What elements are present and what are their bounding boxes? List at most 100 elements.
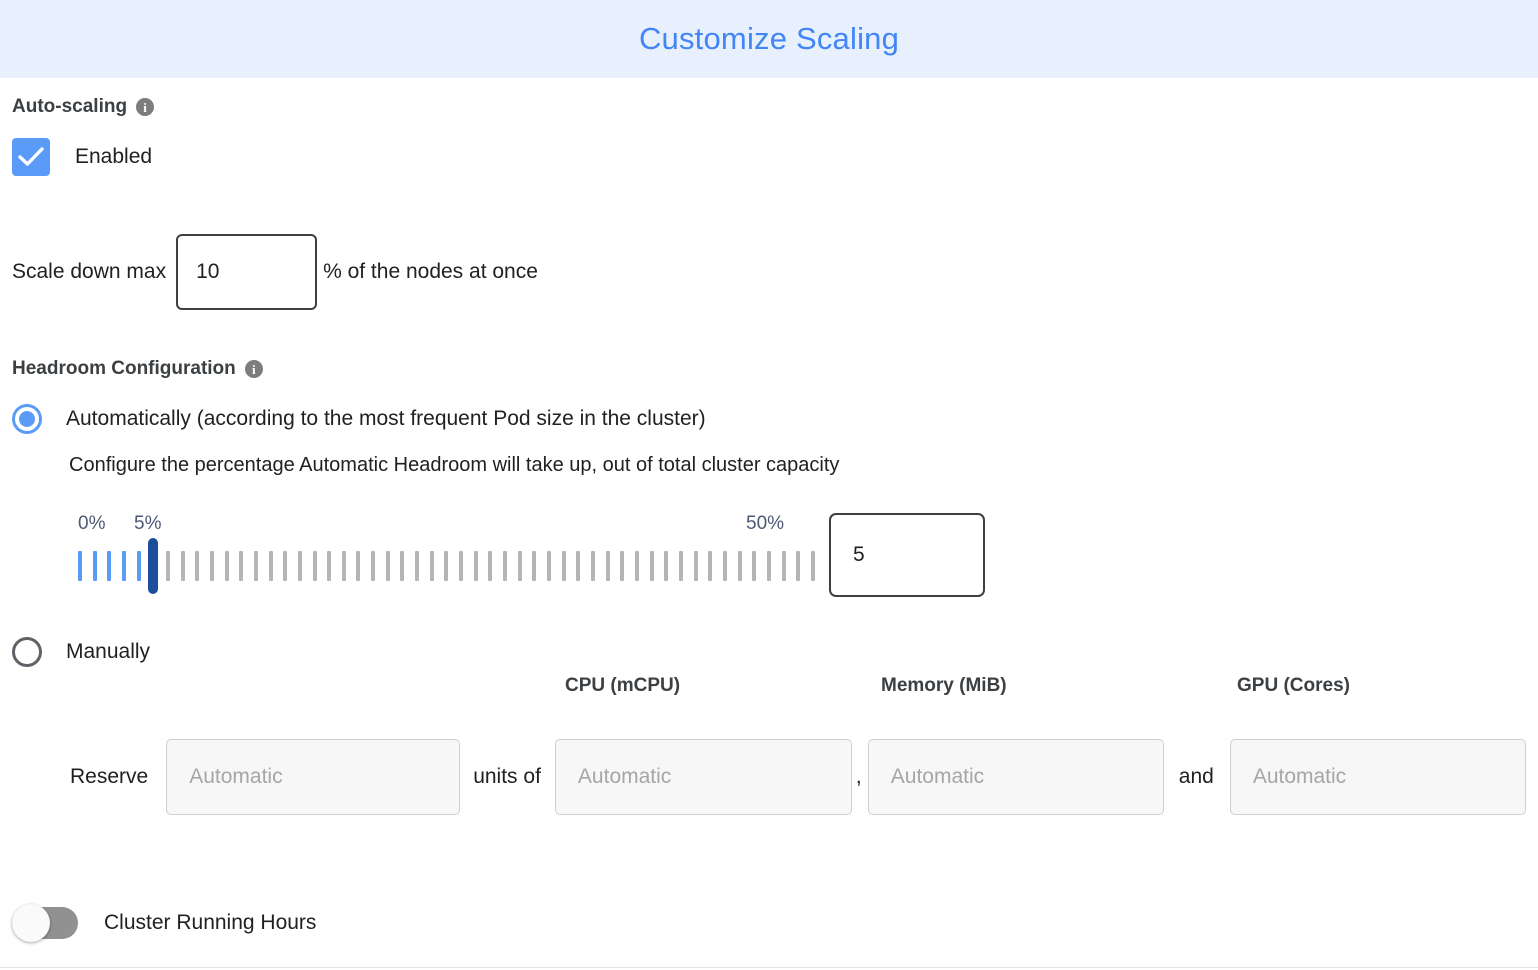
reserve-memory-input[interactable]	[867, 739, 1164, 815]
comma-separator: ,	[855, 765, 862, 788]
headroom-slider[interactable]	[78, 538, 815, 594]
scale-down-max-input[interactable]	[176, 234, 318, 310]
panel-body: Auto-scaling i Enabled Scale down max % …	[0, 96, 1538, 942]
slider-tick[interactable]	[737, 551, 742, 581]
slider-tick[interactable]	[693, 551, 698, 581]
auto-scaling-section-label: Auto-scaling i	[12, 96, 1526, 118]
bottom-divider	[0, 967, 1538, 968]
slider-tick[interactable]	[356, 551, 361, 581]
slider-tick[interactable]	[488, 551, 493, 581]
enabled-checkbox[interactable]	[12, 138, 50, 176]
auto-scaling-enabled-row[interactable]: Enabled	[12, 138, 1526, 176]
info-icon[interactable]: i	[244, 360, 263, 378]
slider-tick[interactable]	[253, 551, 258, 581]
checkmark-icon	[18, 147, 44, 166]
enabled-checkbox-label: Enabled	[75, 145, 153, 168]
auto-scaling-label-text: Auto-scaling	[12, 96, 128, 117]
slider-label-current: 5%	[134, 513, 162, 534]
slider-tick[interactable]	[547, 551, 551, 581]
headroom-automatic-option[interactable]: Automatically (according to the most fre…	[12, 404, 1526, 434]
slider-tick[interactable]	[78, 551, 82, 581]
radio-automatic-label: Automatically (according to the most fre…	[66, 407, 706, 430]
slider-tick[interactable]	[708, 551, 713, 581]
scale-down-max-suffix: % of the nodes at once	[323, 260, 538, 283]
radio-dot-icon	[19, 411, 35, 427]
manual-reserve-area: CPU (mCPU) Memory (MiB) GPU (Cores) Rese…	[12, 675, 1526, 815]
slider-tick[interactable]	[473, 551, 478, 581]
info-icon[interactable]: i	[136, 98, 155, 116]
slider-tick[interactable]	[371, 551, 376, 581]
slider-tick[interactable]	[722, 551, 727, 581]
slider-tick[interactable]	[605, 551, 610, 581]
slider-tick[interactable]	[634, 551, 639, 581]
slider-tick[interactable]	[107, 551, 112, 581]
reserve-cpu-input[interactable]	[554, 739, 852, 815]
slider-label-min: 0%	[78, 513, 106, 534]
slider-tick[interactable]	[752, 551, 757, 581]
cluster-running-hours-toggle[interactable]	[12, 904, 78, 942]
headroom-label-text: Headroom Configuration	[12, 358, 236, 379]
slider-tick[interactable]	[517, 551, 522, 581]
reserve-inputs-row: Reserve units of , and	[12, 739, 1526, 815]
reserve-column-headers: CPU (mCPU) Memory (MiB) GPU (Cores)	[12, 675, 1526, 705]
slider-tick[interactable]	[341, 551, 346, 581]
slider-tick[interactable]	[766, 551, 771, 581]
slider-label-max: 50%	[746, 513, 785, 534]
scale-down-max-label: Scale down max	[12, 260, 167, 283]
slider-tick[interactable]	[429, 551, 434, 581]
slider-tick[interactable]	[92, 551, 97, 581]
slider-tick[interactable]	[796, 551, 801, 581]
slider-tick[interactable]	[444, 551, 449, 581]
slider-tick[interactable]	[620, 551, 625, 581]
reserve-label: Reserve	[70, 765, 149, 788]
radio-automatic[interactable]	[12, 404, 42, 434]
slider-tick[interactable]	[209, 551, 214, 581]
slider-tick[interactable]	[590, 551, 595, 581]
reserve-units-input[interactable]	[166, 739, 461, 815]
headroom-manual-option[interactable]: Manually	[12, 637, 1526, 667]
column-header-gpu: GPU (Cores)	[1237, 675, 1350, 696]
page-title: Customize Scaling	[638, 21, 900, 56]
slider-tick[interactable]	[136, 551, 141, 581]
slider-tick[interactable]	[532, 551, 537, 581]
slider-tick[interactable]	[180, 551, 185, 581]
slider-tick[interactable]	[224, 551, 229, 581]
cluster-running-hours-row[interactable]: Cluster Running Hours	[12, 904, 1526, 942]
headroom-percentage-slider-block: 0% 5% 50%	[78, 513, 1526, 597]
slider-tick[interactable]	[268, 551, 273, 581]
slider-tick[interactable]	[810, 551, 815, 581]
slider-tick[interactable]	[385, 551, 390, 581]
panel-header: Customize Scaling	[0, 0, 1538, 78]
slider-tick[interactable]	[312, 551, 317, 581]
slider-tick[interactable]	[561, 551, 566, 581]
slider-tick-labels: 0% 5% 50%	[78, 513, 815, 539]
slider-tick[interactable]	[165, 551, 170, 581]
slider-tick[interactable]	[503, 551, 508, 581]
slider-tick[interactable]	[195, 551, 200, 581]
headroom-section-label: Headroom Configuration i	[12, 358, 1526, 380]
slider-tick[interactable]	[297, 551, 302, 581]
slider-tick[interactable]	[576, 551, 581, 581]
slider-tick[interactable]	[664, 551, 669, 581]
radio-manually-label: Manually	[66, 640, 151, 663]
headroom-automatic-description: Configure the percentage Automatic Headr…	[69, 454, 840, 476]
radio-manually[interactable]	[12, 637, 42, 667]
slider-tick[interactable]	[400, 551, 405, 581]
slider-tick[interactable]	[327, 551, 332, 581]
headroom-percentage-input[interactable]	[829, 513, 985, 597]
slider-tick[interactable]	[239, 551, 244, 581]
column-header-memory: Memory (MiB)	[881, 675, 1007, 696]
slider-tick[interactable]	[459, 551, 464, 581]
scale-down-max-row: Scale down max % of the nodes at once	[12, 234, 1526, 310]
slider-handle[interactable]	[148, 538, 159, 594]
slider-tick[interactable]	[781, 551, 786, 581]
reserve-gpu-input[interactable]	[1229, 739, 1526, 815]
slider-tick[interactable]	[649, 551, 654, 581]
slider-tick[interactable]	[283, 551, 288, 581]
column-header-cpu: CPU (mCPU)	[565, 675, 681, 696]
slider-tick[interactable]	[121, 551, 126, 581]
slider-tick[interactable]	[678, 551, 683, 581]
slider-tick[interactable]	[415, 551, 420, 581]
slider-row: 0% 5% 50%	[78, 513, 1526, 597]
